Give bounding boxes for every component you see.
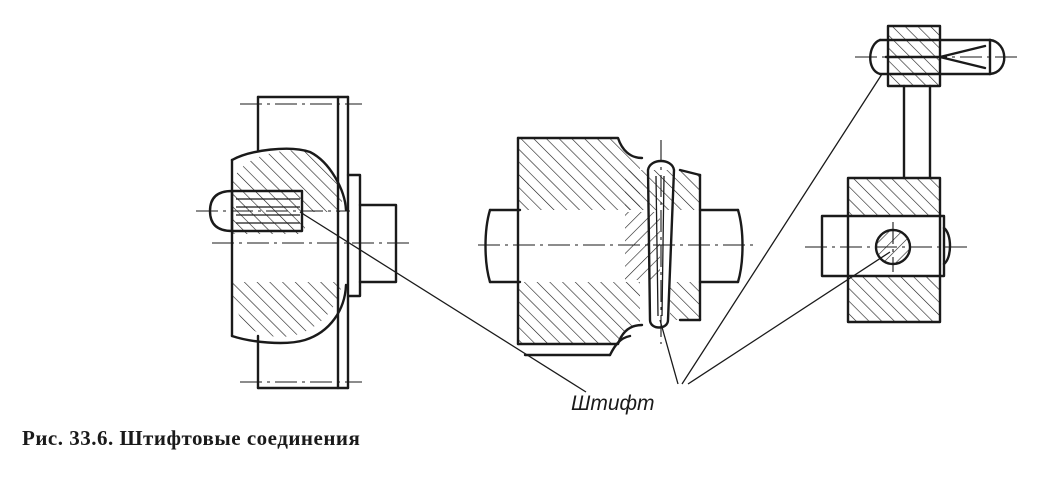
- figure-caption: Рис. 33.6. Штифтовые соединения: [22, 426, 361, 450]
- leader-lines: [299, 73, 891, 393]
- lever-with-cross-pin: [805, 24, 1020, 324]
- pin-label: Штифт: [571, 392, 655, 415]
- hub-with-transverse-pin: [478, 136, 755, 357]
- gear-hub-with-axial-pin: [196, 95, 412, 390]
